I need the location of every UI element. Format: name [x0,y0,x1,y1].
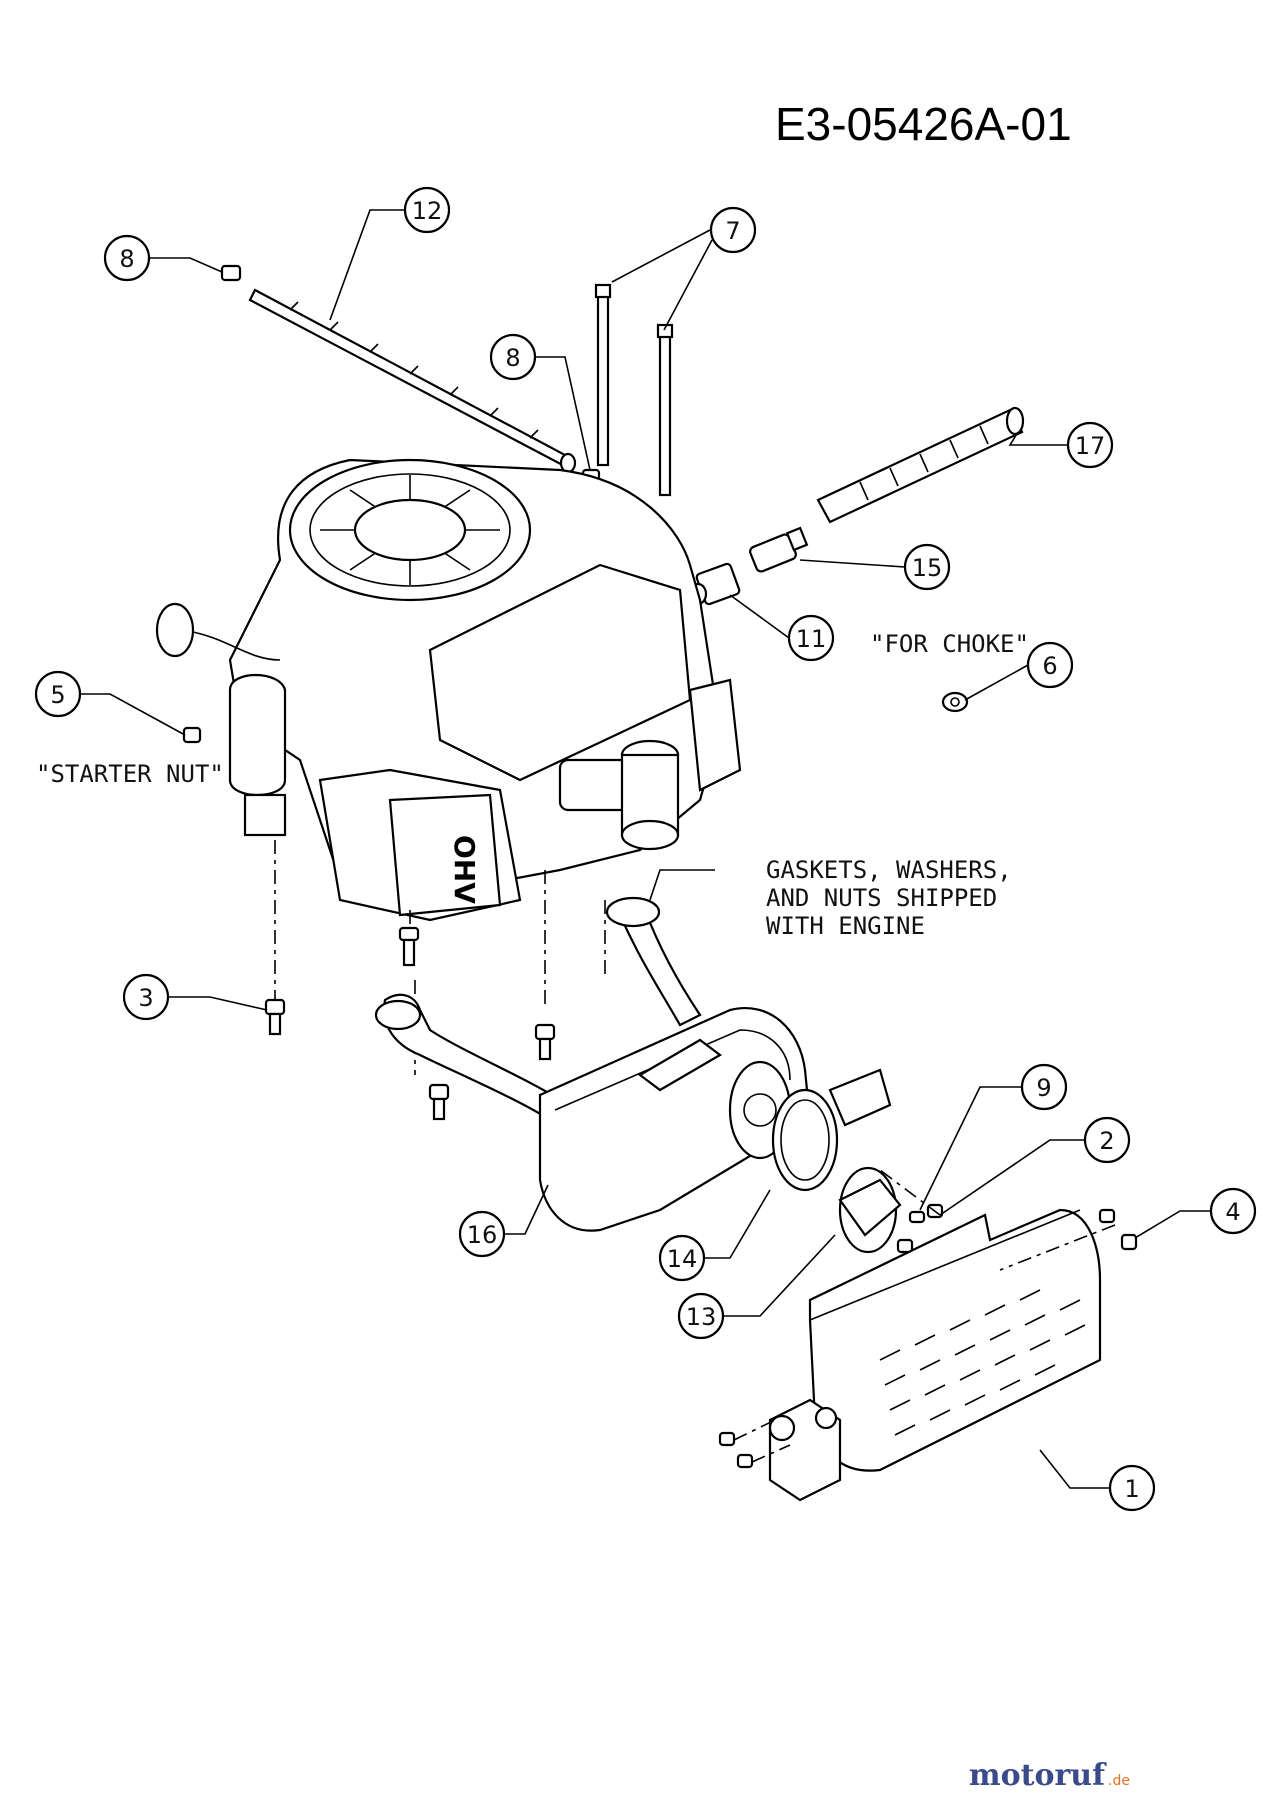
callout-16: 16 [458,1210,506,1258]
callout-9: 9 [1020,1063,1068,1111]
note-gaskets-line1: GASKETS, WASHERS, [766,856,1012,884]
engine-badge: OHV [448,835,481,904]
cable-ties-part-7 [594,283,674,497]
svg-text:9: 9 [1036,1074,1051,1102]
engine-assembly: OHV [155,458,742,922]
note-starter-nut: "STARTER NUT" [36,760,224,788]
callout-12: 12 [403,186,451,234]
callout-15: 15 [903,543,951,591]
svg-text:12: 12 [412,197,443,225]
callout-17: 17 [1066,421,1114,469]
callout-1: 1 [1108,1464,1156,1512]
svg-text:13: 13 [686,1303,717,1331]
callout-7: 7 [709,206,757,254]
svg-text:17: 17 [1075,432,1106,460]
callout-13: 13 [677,1292,725,1340]
callout-6: 6 [1026,641,1074,689]
note-gaskets-line3: WITH ENGINE [766,912,925,940]
callout-leaders [70,209,1211,1489]
svg-text:8: 8 [505,344,520,372]
motoruf-watermark: motoruf .de [969,1758,1130,1793]
svg-text:motoruf: motoruf [969,1758,1107,1793]
svg-text:2: 2 [1099,1127,1114,1155]
callout-3: 3 [122,973,170,1021]
svg-text:3: 3 [138,984,153,1012]
callout-8-top: 8 [103,234,151,282]
screw-part-4 [718,1208,1138,1469]
note-for-choke: "FOR CHOKE" [870,630,1029,658]
callout-2: 2 [1083,1116,1131,1164]
svg-text:4: 4 [1225,1198,1240,1226]
svg-text:6: 6 [1042,652,1057,680]
svg-text:11: 11 [796,625,827,653]
callout-5: 5 [34,670,82,718]
callout-14: 14 [658,1234,706,1282]
muffler-guard-part-1 [768,1208,1102,1502]
spark-deflector-part-13 [828,1068,902,1254]
screw-part-9 [908,1210,926,1224]
gasket-part-14 [771,1088,839,1192]
svg-text:1: 1 [1124,1475,1139,1503]
svg-text:.de: .de [1108,1773,1130,1789]
fitting-part-15 [749,526,809,573]
svg-text:14: 14 [667,1245,698,1273]
callout-4: 4 [1209,1187,1257,1235]
muffler-part-16 [374,896,812,1232]
svg-text:5: 5 [50,681,65,709]
drawing-number: E3-05426A-01 [775,98,1072,150]
callout-8-mid: 8 [489,333,537,381]
svg-text:15: 15 [912,554,943,582]
svg-text:7: 7 [725,217,740,245]
callout-11: 11 [787,614,835,662]
svg-text:16: 16 [467,1221,498,1249]
hose-sleeve-part-17 [816,406,1025,524]
nut-part-6 [941,691,969,713]
fuel-line-part-12 [248,288,577,474]
starter-nut-part-5 [182,726,202,744]
bolt-part-3 [264,926,556,1121]
svg-text:8: 8 [119,245,134,273]
note-gaskets-line2: AND NUTS SHIPPED [766,884,997,912]
